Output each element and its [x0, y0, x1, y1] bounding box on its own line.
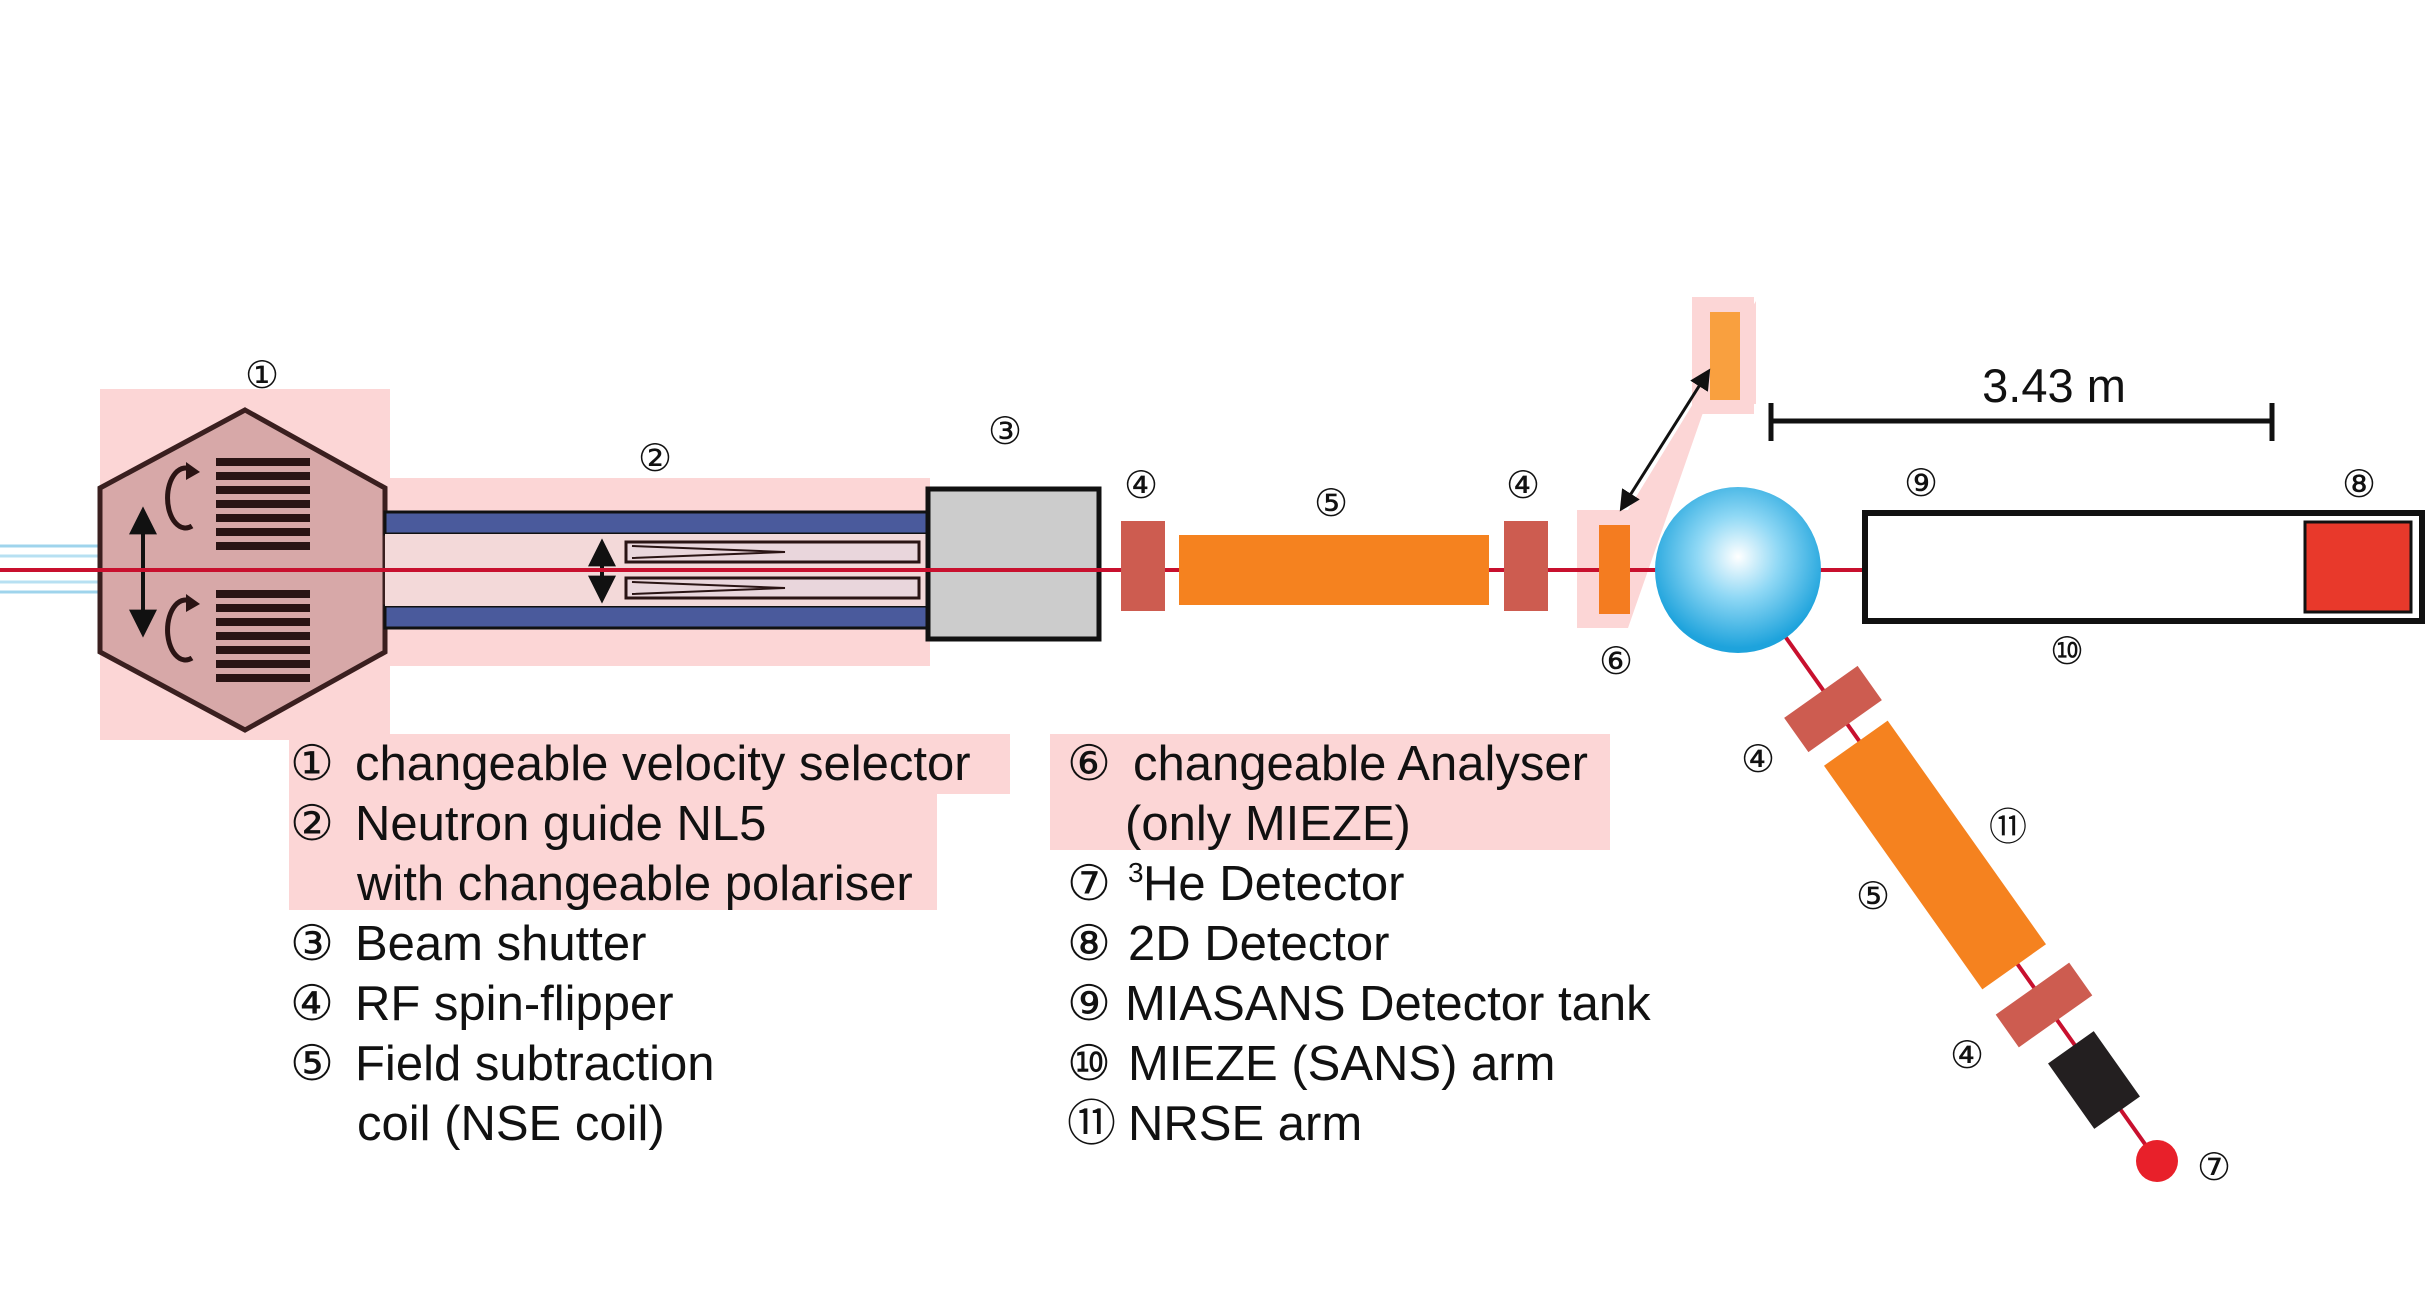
- legend-number: ①: [290, 737, 334, 791]
- legend-label: (only MIEZE): [1125, 797, 1411, 851]
- rf-spin-flipper: [1121, 521, 1165, 611]
- analyser: [1599, 525, 1630, 614]
- legend-number: ④: [290, 977, 334, 1031]
- legend-label: coil (NSE coil): [357, 1097, 665, 1151]
- legend-highlight-right: [1050, 734, 1610, 850]
- legend-label: MIASANS Detector tank: [1125, 977, 1651, 1031]
- rf-spin-flipper: [1504, 521, 1548, 611]
- legend-superscript: 3: [1128, 857, 1144, 888]
- marker-11: ⑪: [1989, 807, 2027, 849]
- rotation-arrow-icon: [165, 597, 194, 663]
- rotation-arrow-icon: [165, 465, 194, 531]
- legend-number: ⑤: [290, 1037, 334, 1091]
- legend-label: Neutron guide NL5: [355, 797, 766, 851]
- marker-5: ⑤: [1856, 876, 1890, 918]
- legend-label: changeable Analyser: [1133, 737, 1588, 791]
- marker-10: ⑩: [2050, 631, 2084, 673]
- selector-lamellae-bottom: [216, 590, 310, 682]
- legend-label: MIEZE (SANS) arm: [1128, 1037, 1555, 1091]
- legend-label: 2D Detector: [1128, 917, 1389, 971]
- legend-number: ②: [290, 797, 334, 851]
- legend-number: ⑧: [1067, 917, 1111, 971]
- legend-label: RF spin-flipper: [355, 977, 674, 1031]
- legend-number: ⑦: [1067, 857, 1111, 911]
- legend-label: with changeable polariser: [356, 857, 913, 911]
- he-detector: [2136, 1140, 2178, 1182]
- legend-number: ⑪: [1067, 1097, 1116, 1151]
- 2d-detector: [2303, 520, 2413, 614]
- sample: [1655, 487, 1821, 653]
- marker-4: ④: [1741, 739, 1775, 781]
- legend-label: Field subtraction: [355, 1037, 715, 1091]
- marker-9: ⑨: [1904, 463, 1938, 505]
- marker-3: ③: [988, 411, 1022, 453]
- marker-5: ⑤: [1314, 483, 1348, 525]
- legend-number: ⑩: [1067, 1037, 1111, 1091]
- marker-1: ①: [245, 355, 279, 397]
- nrse-block: [2048, 1031, 2140, 1129]
- rf-spin-flipper: [1784, 665, 1882, 753]
- nse-coil: [1179, 535, 1489, 605]
- marker-4: ④: [1950, 1035, 1984, 1077]
- legend-number: ⑨: [1067, 977, 1111, 1031]
- legend-number: ⑥: [1067, 737, 1111, 791]
- nse-coil: [1824, 720, 2046, 990]
- marker-4: ④: [1506, 465, 1540, 507]
- selector-lamellae-top: [216, 458, 310, 550]
- legend-label: changeable velocity selector: [355, 737, 971, 791]
- scale-bar: [1768, 403, 2275, 441]
- beam-shutter: [925, 486, 1102, 642]
- legend-left: ① changeable velocity selector ② Neutron…: [290, 737, 971, 1151]
- scale-label: 3.43 m: [1982, 359, 2126, 412]
- legend-highlight-left: [289, 734, 1010, 794]
- marker-2: ②: [638, 438, 672, 480]
- legend-label: He Detector: [1143, 857, 1404, 911]
- rf-spin-flipper: [1995, 962, 2093, 1048]
- marker-6: ⑥: [1599, 641, 1633, 683]
- analyser-alt: [1710, 312, 1740, 400]
- analyser-swap-arrow-icon: [1619, 368, 1711, 512]
- legend-number: ③: [290, 917, 334, 971]
- legend-label: NRSE arm: [1128, 1097, 1362, 1151]
- legend-highlight-left: [289, 794, 937, 910]
- marker-8: ⑧: [2342, 464, 2376, 506]
- legend-right: ⑥ changeable Analyser (only MIEZE) ⑦ 3 H…: [1067, 737, 1651, 1151]
- legend-label: Beam shutter: [355, 917, 646, 971]
- marker-4: ④: [1124, 465, 1158, 507]
- marker-7: ⑦: [2197, 1147, 2231, 1189]
